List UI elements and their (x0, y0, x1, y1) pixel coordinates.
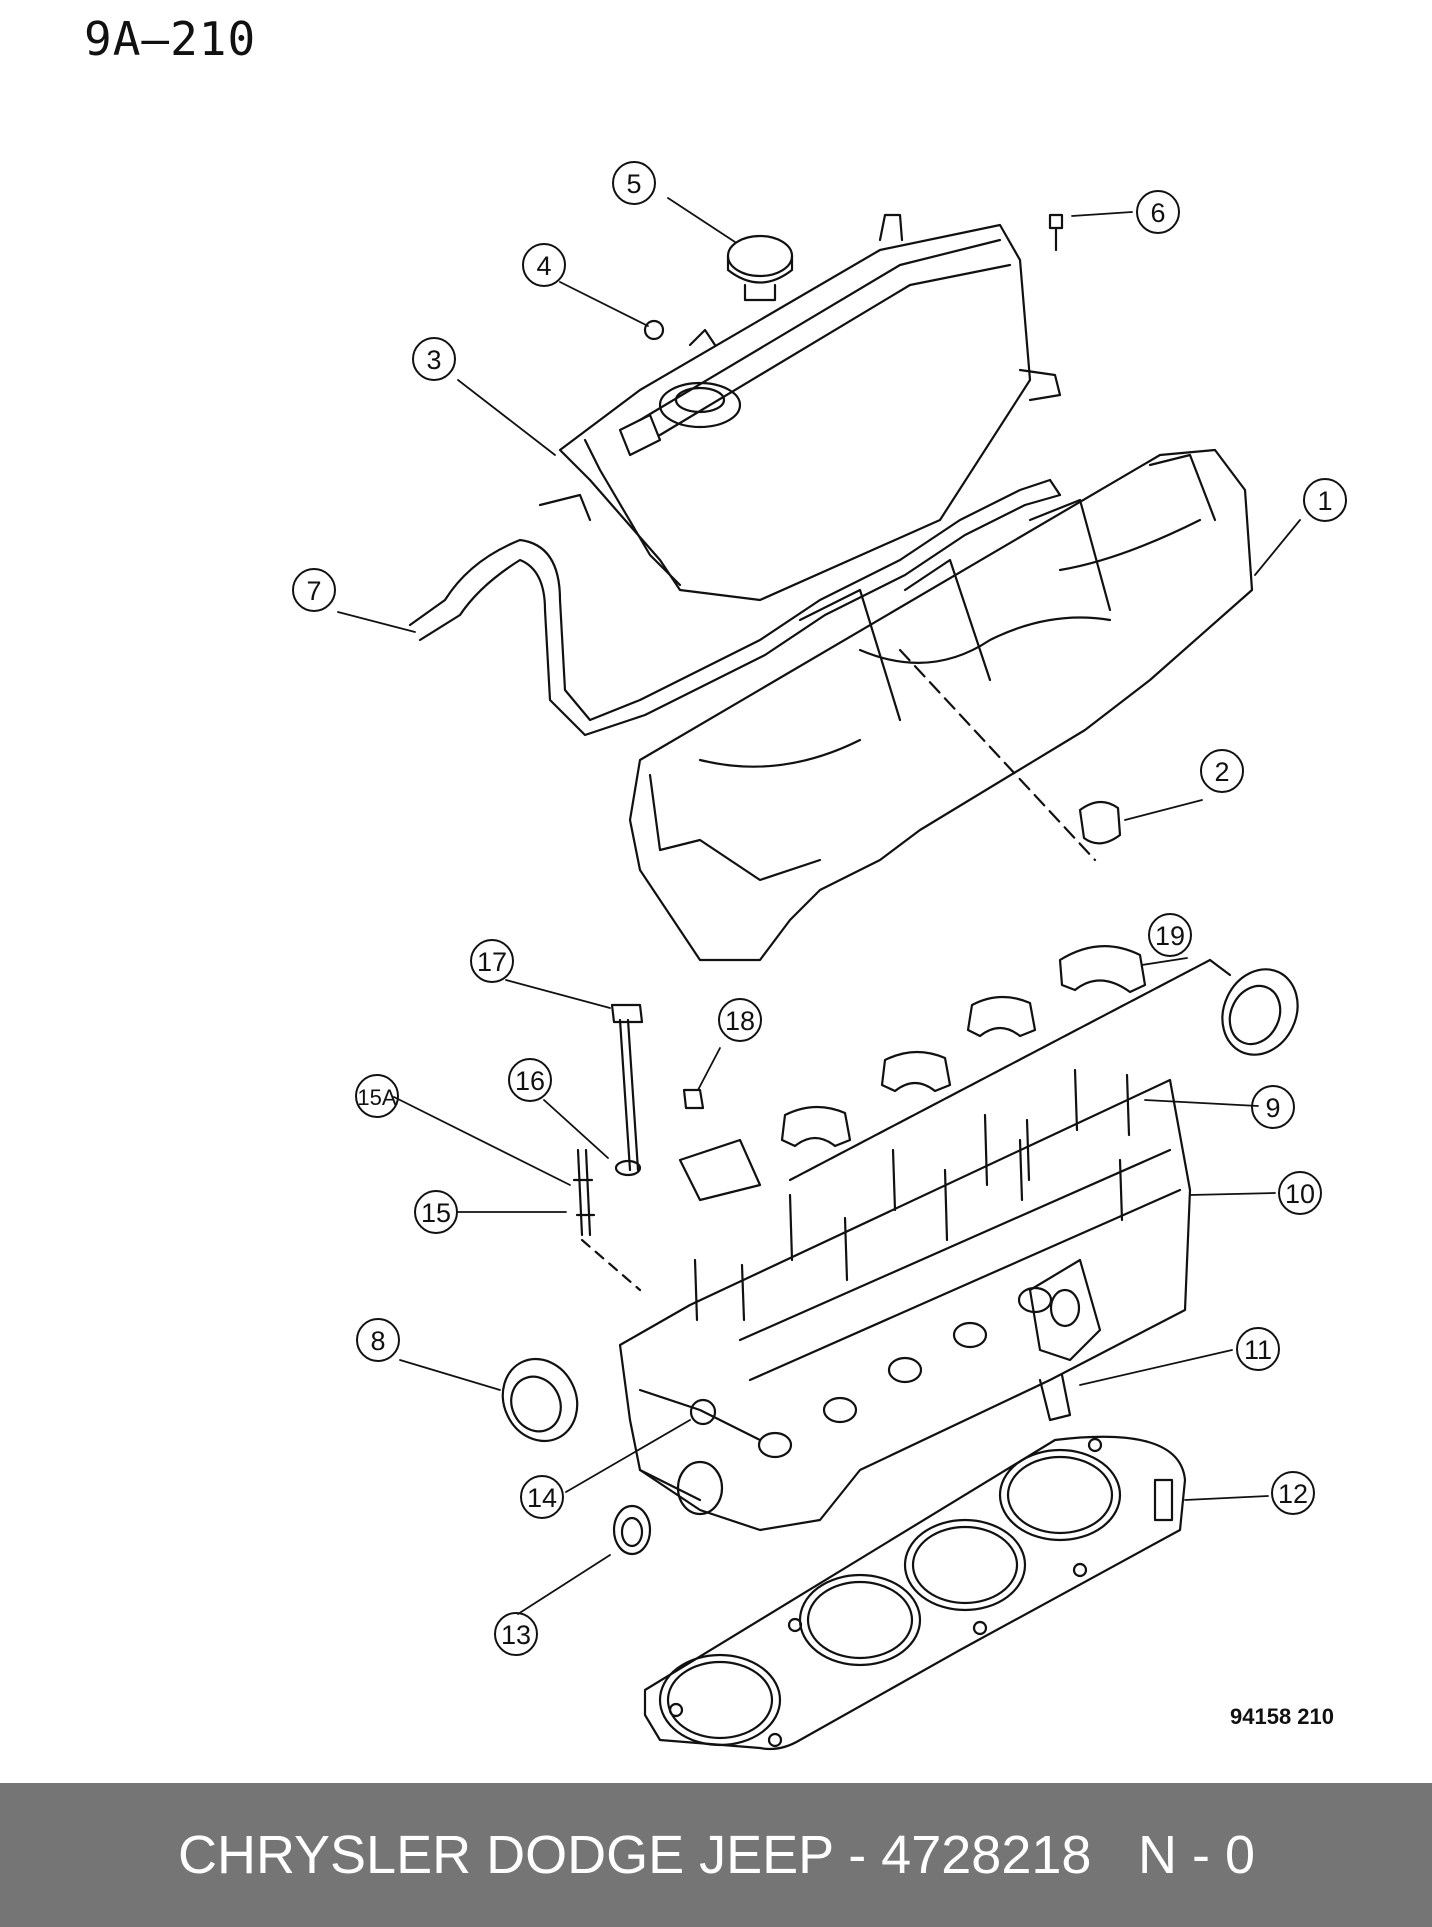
callout-labels: 1 2 3 4 5 6 7 8 9 10 11 12 13 14 15 15A … (306, 169, 1332, 1650)
figure-code: 94158 210 (1230, 1704, 1334, 1729)
footer-bar: CHRYSLER DODGE JEEP - 4728218 N - 0 (0, 1783, 1432, 1927)
oil-filler-cap-drawing (726, 234, 794, 302)
callout-17: 17 (477, 947, 507, 977)
callout-2: 2 (1214, 757, 1229, 787)
valve-cover-gasket-drawing (408, 478, 1062, 737)
callout-6: 6 (1150, 198, 1165, 228)
callout-16: 16 (515, 1066, 545, 1096)
small-hardware-drawing (643, 213, 1122, 845)
callout-12: 12 (1278, 1479, 1308, 1509)
callout-9: 9 (1265, 1093, 1280, 1123)
valve-stems-drawing (693, 1068, 1131, 1322)
leader-lines (337, 197, 1301, 1615)
callout-1: 1 (1317, 486, 1332, 516)
callout-5: 5 (626, 169, 641, 199)
status-text: N - 0 (1138, 1825, 1256, 1885)
callout-3: 3 (426, 345, 441, 375)
callout-7: 7 (306, 576, 321, 606)
callout-19: 19 (1155, 921, 1185, 951)
callout-15a: 15A (357, 1085, 396, 1110)
callout-markers (292, 161, 1347, 1656)
valve-cover-drawing (538, 213, 1062, 602)
part-number-text: CHRYSLER DODGE JEEP - 4728218 (178, 1825, 1092, 1885)
callout-15: 15 (421, 1198, 451, 1228)
callout-10: 10 (1285, 1179, 1315, 1209)
callout-13: 13 (501, 1620, 531, 1650)
callout-11: 11 (1244, 1335, 1272, 1365)
callout-18: 18 (725, 1006, 755, 1036)
seals-drawing (501, 968, 1299, 1556)
head-gasket-drawing (643, 1435, 1187, 1751)
cylinder-head-drawing (618, 1078, 1192, 1532)
callout-8: 8 (370, 1326, 385, 1356)
engine-cylinder-head-exploded-diagram-icon: 1 2 3 4 5 6 7 8 9 10 11 12 13 14 15 15A … (292, 161, 1347, 1751)
timing-cover-drawing (628, 448, 1254, 962)
page-code: 9A—210 (84, 12, 257, 66)
bolts-drawing (572, 1003, 705, 1292)
callout-14: 14 (527, 1483, 557, 1513)
bearing-caps-drawing (678, 945, 1232, 1202)
callout-4: 4 (536, 251, 551, 281)
